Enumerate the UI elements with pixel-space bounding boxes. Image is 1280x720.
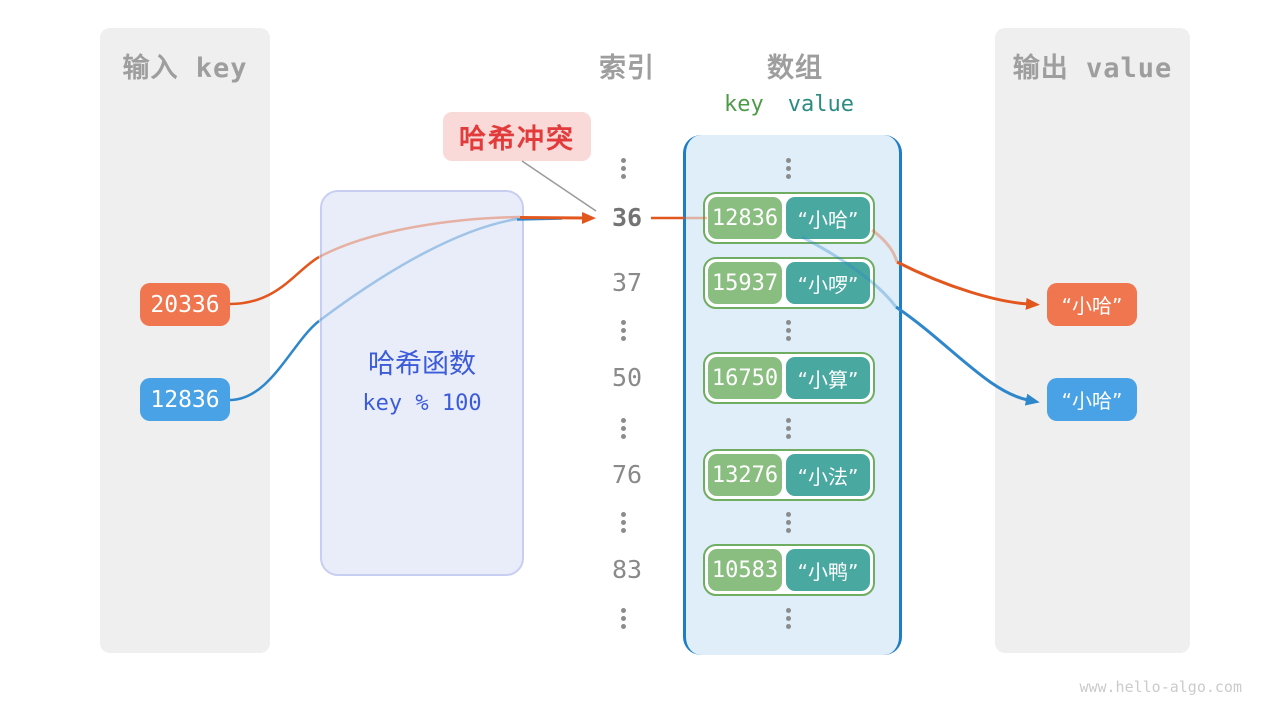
index-83: 83 [611,555,643,584]
value-header-label: value [787,92,854,117]
ellipsis-icon [621,320,626,341]
bucket-key: 10583 [708,549,782,591]
key-header-label: key [724,92,764,117]
bucket-row: 15937 “小啰” [703,257,875,309]
output-value-blue: “小哈” [1047,378,1137,421]
index-50: 50 [611,363,643,392]
bucket-key: 16750 [708,357,782,399]
index-column-header: 索引 [599,53,655,84]
ellipsis-icon [786,608,791,629]
bucket-row: 16750 “小算” [703,352,875,404]
array-column-header: 数组 [767,53,823,84]
output-panel: 输出 value [995,28,1190,653]
output-value-orange: “小哈” [1047,283,1137,326]
ellipsis-icon [621,418,626,439]
input-key-12836: 12836 [140,378,230,421]
bucket-value: “小法” [786,454,870,496]
bucket-row: 12836 “小哈” [703,192,875,244]
ellipsis-icon [786,320,791,341]
bucket-value: “小哈” [786,197,870,239]
bucket-value: “小鸭” [786,549,870,591]
bucket-value: “小算” [786,357,870,399]
hash-collision-label: 哈希冲突 [443,112,591,161]
watermark: www.hello-algo.com [1079,678,1242,696]
ellipsis-icon [786,158,791,179]
bucket-row: 13276 “小法” [703,449,875,501]
bucket-key: 13276 [708,454,782,496]
bucket-value: “小啰” [786,262,870,304]
input-key-20336: 20336 [140,283,230,326]
bucket-key: 15937 [708,262,782,304]
ellipsis-icon [621,608,626,629]
hash-function-name: 哈希函数 [368,349,476,380]
hash-function-formula: key % 100 [362,391,482,416]
hash-function-box: 哈希函数 key % 100 [320,190,524,576]
bucket-row: 10583 “小鸭” [703,544,875,596]
output-panel-title: 输出 value [1012,53,1173,84]
ellipsis-icon [786,418,791,439]
arrow-to-index-36 [519,211,596,224]
bucket-key: 12836 [708,197,782,239]
ellipsis-icon [786,512,791,533]
ellipsis-icon [621,512,626,533]
index-37: 37 [611,268,643,297]
input-panel: 输入 key [100,28,270,653]
index-76: 76 [611,460,643,489]
index-36: 36 [611,203,643,232]
array-kv-header: key value [724,92,854,117]
ellipsis-icon [621,158,626,179]
collision-pointer-line [521,160,597,212]
input-panel-title: 输入 key [122,53,248,84]
